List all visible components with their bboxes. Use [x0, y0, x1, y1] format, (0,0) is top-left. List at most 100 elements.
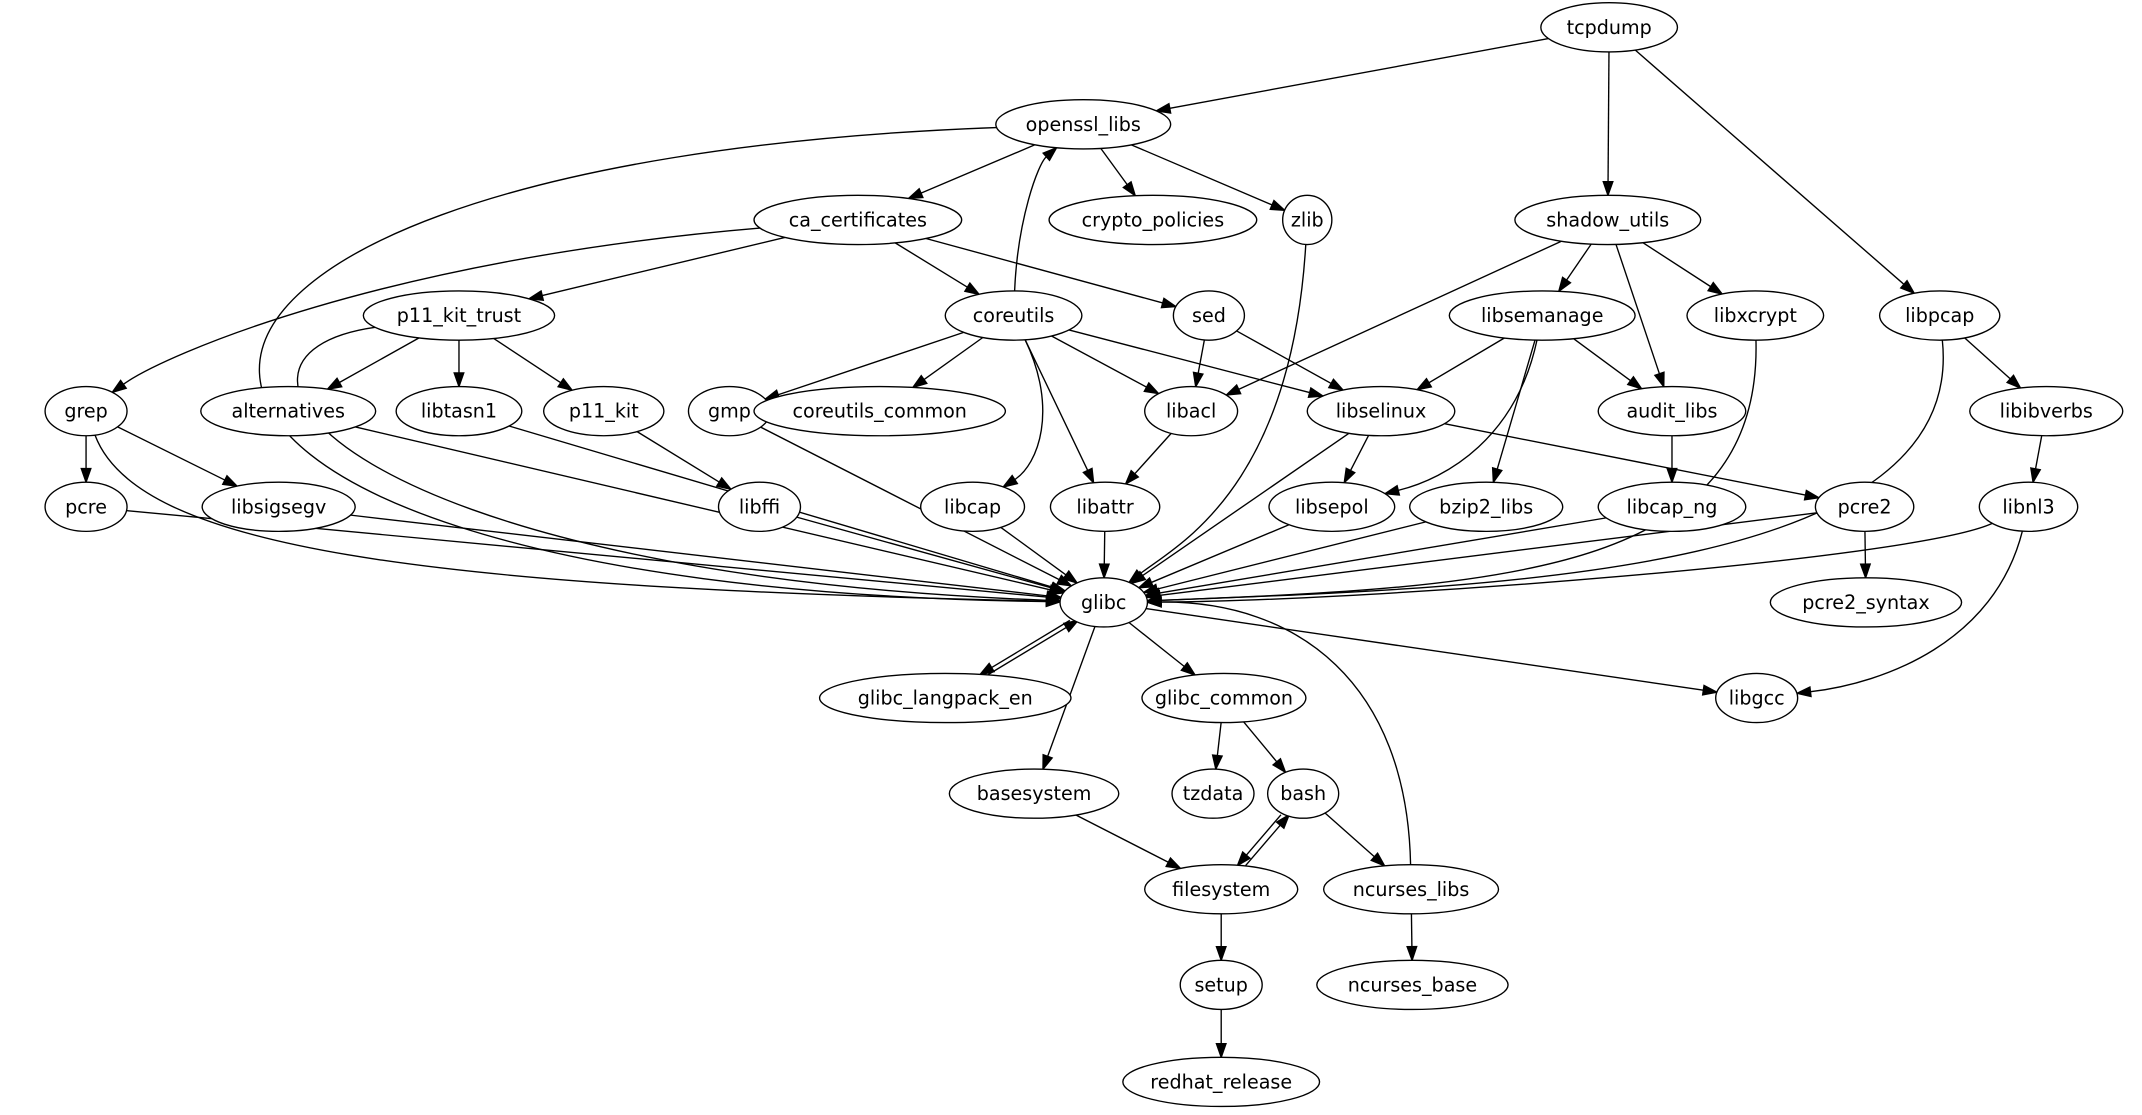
node-sed[interactable]: sed [1172, 290, 1246, 341]
node-libcap[interactable]: libcap [920, 481, 1026, 533]
node-bzip2_libs[interactable]: bzip2_libs [1409, 481, 1564, 533]
node-redhat_release[interactable]: redhat_release [1122, 1056, 1321, 1108]
edge-line [1100, 147, 1128, 186]
edge-line [925, 237, 1163, 304]
edge-line [1565, 243, 1592, 281]
edge-ncurses_libs-to-ncurses_base [1406, 913, 1418, 963]
node-zlib[interactable]: zlib [1281, 194, 1333, 246]
node-shape [1514, 194, 1702, 246]
node-libpcap[interactable]: libpcap [1878, 290, 2001, 341]
node-libcap_ng[interactable]: libcap_ng [1597, 481, 1747, 533]
node-libtasn1[interactable]: libtasn1 [395, 385, 523, 437]
edge-bash-to-ncurses_libs [1324, 812, 1387, 868]
arrowhead-icon [1803, 489, 1821, 501]
node-shadow_utils[interactable]: shadow_utils [1514, 194, 1702, 246]
edge-audit_libs-to-libcap_ng [1666, 435, 1678, 485]
node-libibverbs[interactable]: libibverbs [1969, 385, 2124, 437]
node-coreutils[interactable]: coreutils [944, 290, 1083, 341]
arrowhead-icon [1129, 570, 1147, 585]
node-glibc_common[interactable]: glibc_common [1141, 672, 1307, 724]
edge-grep-to-pcre [80, 435, 92, 485]
node-libsepol[interactable]: libsepol [1268, 481, 1396, 533]
arrowhead-icon [325, 377, 343, 391]
node-libselinux[interactable]: libselinux [1306, 385, 1456, 437]
node-libacl[interactable]: libacl [1144, 385, 1239, 437]
edge-ca_certificates-to-p11_kit_trust [526, 236, 786, 302]
arrowhead-icon [1236, 850, 1252, 868]
node-pcre[interactable]: pcre [44, 481, 128, 533]
node-ncurses_base[interactable]: ncurses_base [1316, 959, 1509, 1011]
edge-line [1051, 335, 1147, 388]
node-shape [44, 385, 128, 437]
node-libnl3[interactable]: libnl3 [1978, 481, 2079, 533]
node-ncurses_libs[interactable]: ncurses_libs [1322, 863, 1500, 915]
arrowhead-icon [1049, 582, 1067, 594]
arrowhead-icon [221, 474, 239, 488]
node-shape [1266, 768, 1340, 819]
node-openssl_libs[interactable]: openssl_libs [995, 99, 1172, 150]
node-shape [1144, 385, 1239, 437]
node-label: libcap_ng [1627, 495, 1718, 518]
node-label: libibverbs [2000, 400, 2093, 423]
node-gmp[interactable]: gmp [687, 385, 772, 437]
node-label: pcre2_syntax [1802, 591, 1929, 614]
node-label: gmp [708, 400, 751, 423]
node-label: libattr [1076, 495, 1133, 518]
node-p11_kit_trust[interactable]: p11_kit_trust [362, 290, 556, 341]
node-shape [1448, 290, 1636, 341]
node-pcre2[interactable]: pcre2 [1814, 481, 1915, 533]
edge-line [1444, 423, 1806, 496]
edge-libcap-to-glibc [1000, 526, 1079, 585]
node-ca_certificates[interactable]: ca_certificates [753, 194, 963, 246]
node-tcpdump[interactable]: tcpdump [1540, 2, 1679, 53]
node-label: bzip2_libs [1439, 495, 1533, 518]
node-libsemanage[interactable]: libsemanage [1448, 290, 1636, 341]
edge-line [1573, 338, 1631, 382]
edge-line [1075, 814, 1169, 863]
node-libsigsegv[interactable]: libsigsegv [201, 481, 356, 533]
arrowhead-icon [1370, 852, 1387, 868]
arrowhead-icon [1415, 377, 1433, 391]
node-coreutils_common[interactable]: coreutils_common [753, 385, 1007, 437]
node-label: libpcap [1905, 304, 1974, 327]
node-shape [1306, 385, 1456, 437]
node-p11_kit[interactable]: p11_kit [542, 385, 665, 437]
node-libxcrypt[interactable]: libxcrypt [1686, 290, 1825, 341]
edge-glibc-to-basesystem [1042, 626, 1096, 772]
edge-ncurses_libs-to-glibc [1145, 596, 1412, 865]
node-label: glibc_langpack_en [858, 687, 1033, 710]
edge-line [1324, 812, 1375, 858]
arrowhead-icon [1382, 484, 1401, 496]
node-glibc[interactable]: glibc [1059, 577, 1149, 628]
node-pcre2_syntax[interactable]: pcre2_syntax [1769, 577, 1963, 628]
node-basesystem[interactable]: basesystem [948, 768, 1120, 819]
node-libffi[interactable]: libffi [717, 481, 802, 533]
edge-libsemanage-to-libselinux [1415, 337, 1505, 391]
node-label: ncurses_base [1348, 973, 1477, 996]
node-tzdata[interactable]: tzdata [1171, 768, 1255, 819]
node-audit_libs[interactable]: audit_libs [1597, 385, 1747, 437]
node-shape [1597, 385, 1747, 437]
edge-tcpdump-to-shadow_utils [1602, 51, 1614, 198]
node-setup[interactable]: setup [1179, 959, 1263, 1011]
node-grep[interactable]: grep [44, 385, 128, 437]
node-crypto_policies[interactable]: crypto_policies [1048, 194, 1258, 246]
node-label: libnl3 [2002, 495, 2054, 518]
node-libgcc[interactable]: libgcc [1715, 672, 1799, 724]
node-bash[interactable]: bash [1266, 768, 1340, 819]
node-libattr[interactable]: libattr [1049, 481, 1161, 533]
edge-bzip2_libs-to-glibc [1141, 521, 1426, 595]
node-filesystem[interactable]: filesystem [1144, 863, 1299, 915]
arrowhead-icon [1215, 945, 1227, 963]
arrowhead-icon [453, 372, 465, 389]
node-glibc_langpack_en[interactable]: glibc_langpack_en [818, 672, 1072, 724]
edge-glibc-to-glibc_common [1128, 621, 1197, 677]
arrowhead-icon [1055, 574, 1074, 587]
edge-line [1156, 521, 1426, 590]
node-label: openssl_libs [1026, 113, 1141, 136]
arrowhead-icon [1082, 467, 1095, 485]
edge-line [1169, 37, 1549, 110]
edge-line [1068, 329, 1310, 394]
arrowhead-icon [1145, 596, 1162, 608]
node-alternatives[interactable]: alternatives [200, 385, 377, 437]
